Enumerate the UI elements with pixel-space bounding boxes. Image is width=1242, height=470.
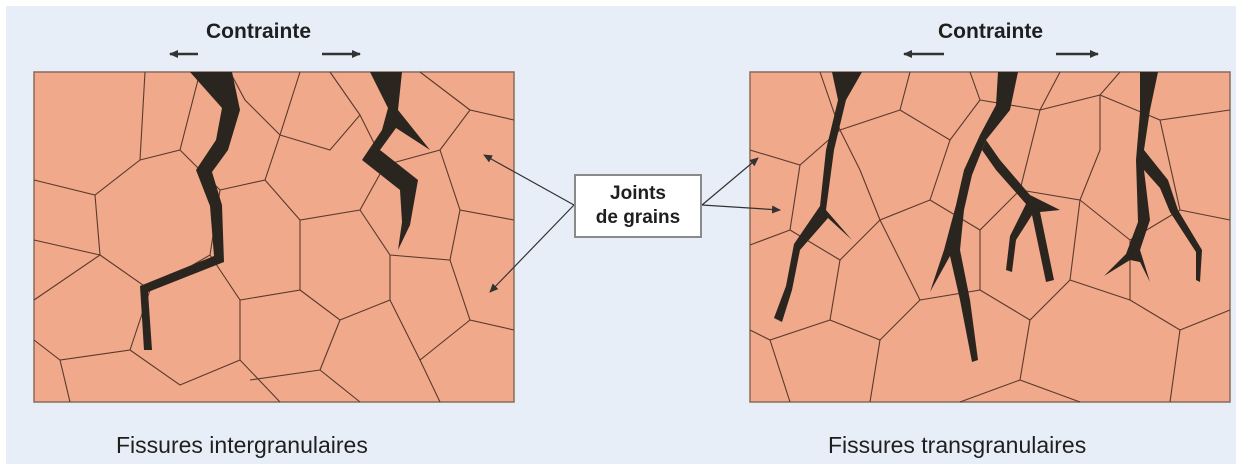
intergranular-panel xyxy=(34,72,514,402)
grain-boundaries-callout: Joints de grains xyxy=(574,174,702,238)
right-stress-label: Contrainte xyxy=(938,20,1043,44)
transgranular-panel xyxy=(750,72,1230,402)
callout-line-2: de grains xyxy=(596,206,680,230)
left-grain-frame xyxy=(34,72,514,402)
callout-line-1: Joints xyxy=(610,182,666,206)
left-caption: Fissures intergranulaires xyxy=(116,432,368,459)
right-caption: Fissures transgranulaires xyxy=(828,432,1086,459)
left-stress-label: Contrainte xyxy=(206,20,311,44)
